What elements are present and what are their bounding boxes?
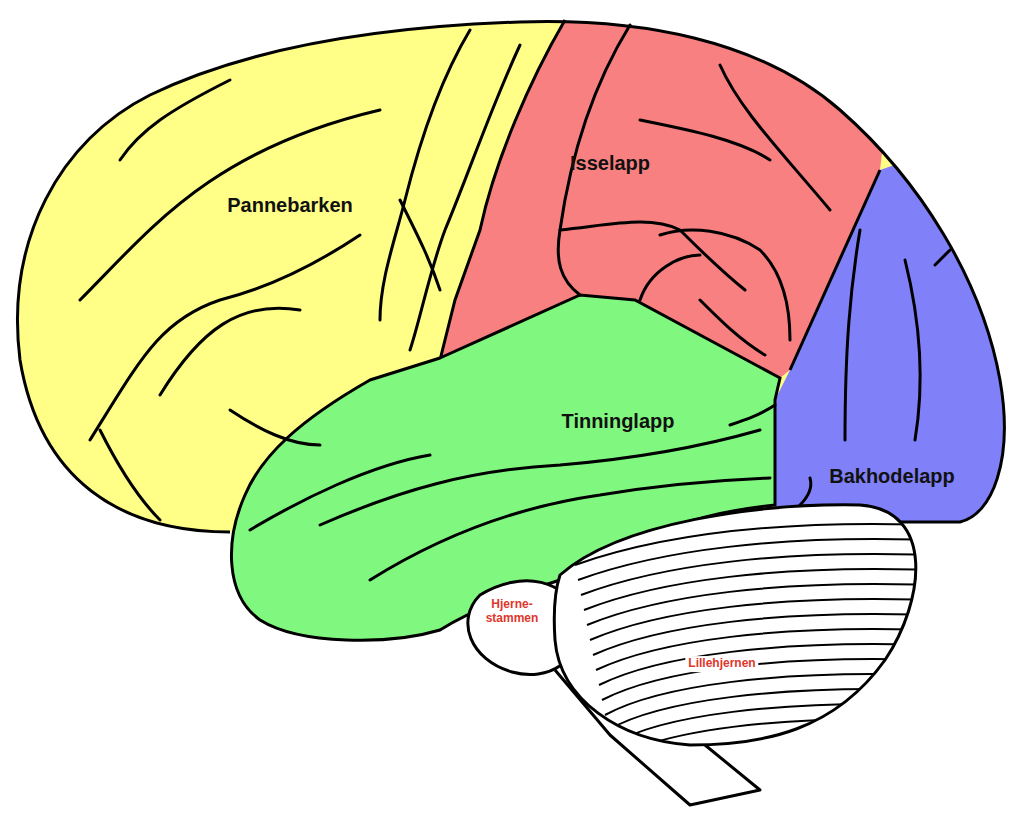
lobe-label: Pannebarken — [227, 194, 353, 217]
parieto-occipital-line — [790, 170, 880, 370]
structure-label: Hjerne- stammen — [483, 598, 541, 626]
structure-label: Lillehjernen — [685, 656, 758, 672]
cerebellum — [554, 505, 916, 745]
sulci — [80, 25, 950, 580]
folium-line — [611, 704, 930, 745]
lobe-label: Bakhodelapp — [829, 465, 955, 488]
lobe-label: Tinninglapp — [562, 410, 675, 433]
occipital-lobe — [775, 120, 1023, 560]
lobe-label: Isselapp — [570, 152, 650, 175]
folium-line — [614, 719, 930, 760]
cerebellum-folia — [575, 524, 930, 760]
